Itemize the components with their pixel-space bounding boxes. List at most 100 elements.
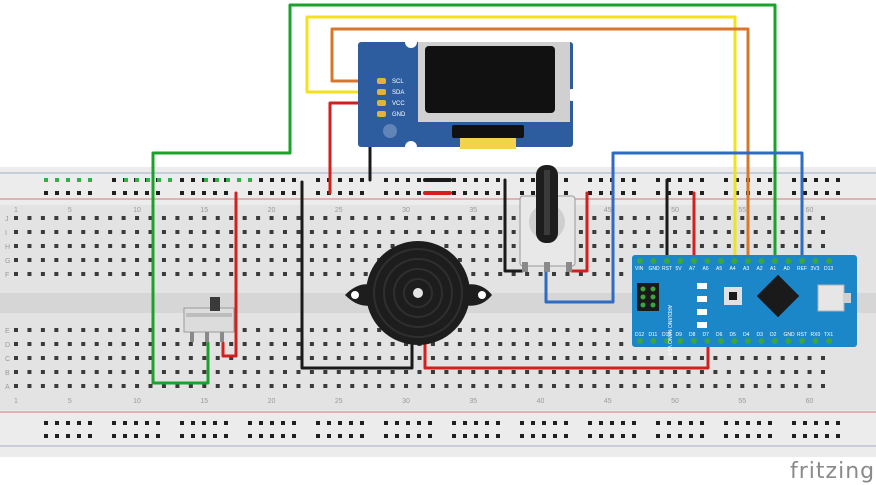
terminal-hole — [471, 342, 476, 346]
nano-pin-bottom — [704, 338, 711, 344]
terminal-hole — [417, 216, 422, 220]
rail-hole — [588, 191, 592, 195]
terminal-hole — [363, 384, 368, 388]
rail-hole — [259, 191, 263, 195]
nano-top-label: A3 — [743, 266, 749, 272]
terminal-hole — [457, 216, 462, 220]
terminal-hole — [619, 230, 624, 234]
row-letter: A — [5, 384, 10, 391]
terminal-hole — [323, 258, 328, 262]
rail-hole-active — [204, 178, 208, 182]
black-wire-pot — [503, 178, 524, 273]
terminal-hole — [821, 370, 825, 374]
nano-top-label: A5 — [716, 266, 722, 272]
nano-pin-top — [772, 258, 778, 264]
terminal-hole — [498, 258, 503, 262]
terminal-hole — [484, 342, 489, 346]
terminal-hole — [498, 328, 503, 332]
nano-pin-bottom — [785, 338, 792, 344]
rail-hole — [213, 434, 217, 438]
nano-pin-bottom — [677, 338, 684, 344]
rail-hole — [281, 178, 285, 182]
terminal-hole — [484, 328, 489, 332]
rail-hole — [213, 191, 217, 195]
terminal-hole — [673, 384, 678, 388]
nano-bottom-label: D8 — [689, 332, 696, 338]
green-wire — [151, 3, 777, 385]
terminal-hole — [632, 216, 637, 220]
column-number-bottom: 60 — [806, 398, 814, 405]
terminal-hole — [336, 328, 341, 332]
terminal-hole — [484, 216, 489, 220]
terminal-hole — [471, 230, 476, 234]
rail-hole — [463, 178, 467, 182]
terminal-hole — [740, 244, 745, 248]
terminal-hole — [269, 342, 274, 346]
terminal-hole — [242, 216, 247, 220]
rail-hole — [66, 191, 70, 195]
nano-bottom-label: D6 — [716, 332, 723, 338]
terminal-hole — [135, 230, 140, 234]
terminal-hole — [794, 216, 799, 220]
terminal-hole — [592, 230, 597, 234]
rail-hole — [735, 191, 739, 195]
rail-hole — [452, 421, 456, 425]
rail-hole — [134, 421, 138, 425]
terminal-hole — [161, 370, 166, 374]
rail-hole — [338, 191, 342, 195]
terminal-hole — [673, 216, 678, 220]
terminal-hole — [713, 230, 718, 234]
terminal-hole — [404, 356, 409, 360]
terminal-hole — [148, 384, 153, 388]
terminal-hole — [390, 384, 395, 388]
terminal-hole — [753, 356, 758, 360]
terminal-hole — [67, 356, 72, 360]
terminal-hole — [242, 272, 247, 276]
terminal-hole — [14, 216, 18, 220]
rail-hole — [349, 191, 353, 195]
rail-hole — [768, 191, 772, 195]
rail-hole — [292, 434, 296, 438]
rail-hole-active — [248, 178, 252, 182]
terminal-hole — [807, 230, 812, 234]
terminal-hole — [108, 258, 113, 262]
terminal-hole — [457, 328, 462, 332]
terminal-hole — [54, 384, 59, 388]
terminal-hole — [40, 258, 45, 262]
oled-pin-label: SDA — [392, 90, 404, 96]
column-number-bottom: 20 — [268, 398, 276, 405]
terminal-hole — [350, 230, 355, 234]
rail-hole — [553, 434, 557, 438]
rail-hole — [803, 421, 807, 425]
nano-top-label: 3V3 — [811, 266, 820, 272]
terminal-hole — [592, 244, 597, 248]
terminal-hole — [121, 230, 126, 234]
terminal-hole — [673, 356, 678, 360]
rail-hole — [792, 434, 796, 438]
terminal-hole — [175, 342, 180, 346]
terminal-hole — [619, 328, 624, 332]
column-number-top: 10 — [133, 207, 141, 214]
rail-hole — [395, 421, 399, 425]
terminal-hole — [121, 342, 126, 346]
rail-hole — [452, 434, 456, 438]
terminal-hole — [511, 258, 516, 262]
terminal-hole — [471, 356, 476, 360]
terminal-hole — [94, 230, 99, 234]
terminal-hole — [188, 258, 193, 262]
nano-pin-bottom — [637, 338, 643, 344]
rail-hole — [417, 178, 421, 182]
terminal-hole — [108, 272, 113, 276]
terminal-hole — [390, 370, 395, 374]
rail-hole — [667, 178, 671, 182]
terminal-hole — [40, 244, 45, 248]
terminal-hole — [511, 356, 516, 360]
rail-hole — [588, 178, 592, 182]
terminal-hole — [283, 258, 287, 262]
terminal-hole — [659, 370, 664, 374]
rail-hole — [735, 178, 739, 182]
terminal-hole — [430, 216, 435, 220]
rail-hole — [180, 434, 184, 438]
terminal-hole — [726, 384, 731, 388]
terminal-hole — [686, 370, 691, 374]
